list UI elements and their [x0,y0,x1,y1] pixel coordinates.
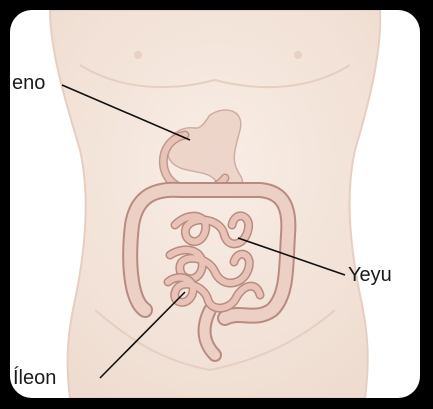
left-nipple [134,51,142,59]
torso-silhouette [50,10,380,398]
diagram-panel: eno Yeyu Íleon [10,10,420,398]
right-nipple [294,51,302,59]
label-yeyuno: Yeyu [348,265,392,285]
label-ileon: Íleon [13,368,56,388]
abdomen-illustration [10,10,420,398]
label-duodeno: eno [12,73,45,93]
